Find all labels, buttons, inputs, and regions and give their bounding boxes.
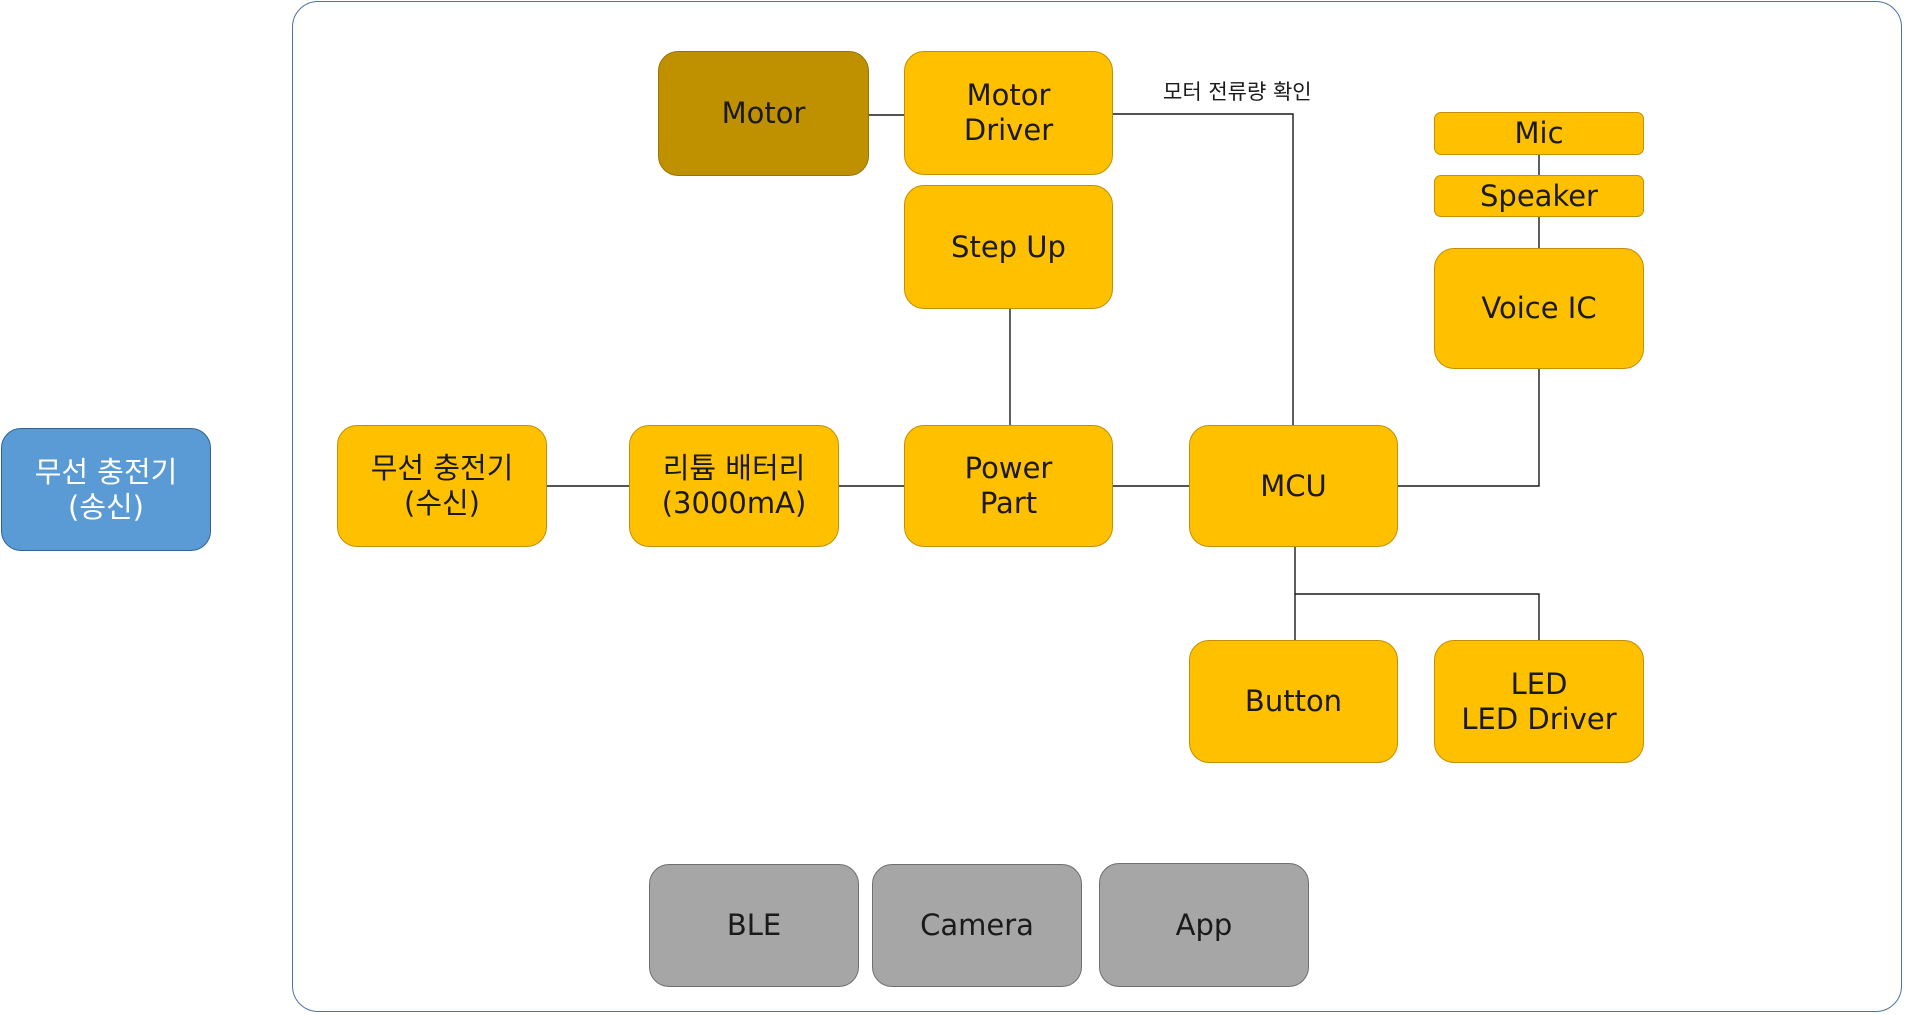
device-boundary — [292, 1, 1902, 1012]
button-block: Button — [1189, 640, 1398, 763]
power-part-block: Power Part — [904, 425, 1113, 547]
connector-mcu-voice — [1398, 369, 1540, 487]
lithium-battery-block: 리튬 배터리 (3000mA) — [629, 425, 839, 547]
connector-driver-mcu — [1113, 113, 1294, 425]
ble-block: BLE — [649, 864, 859, 987]
camera-block: Camera — [872, 864, 1082, 987]
speaker-block: Speaker — [1434, 175, 1644, 217]
mcu-block: MCU — [1189, 425, 1398, 547]
mic-block: Mic — [1434, 112, 1644, 155]
motor-current-note: 모터 전류량 확인 — [1163, 80, 1312, 104]
motor-driver-block: Motor Driver — [904, 51, 1113, 175]
motor-block: Motor — [658, 51, 869, 176]
app-block: App — [1099, 863, 1309, 987]
led-block: LED LED Driver — [1434, 640, 1644, 763]
voice-ic-block: Voice IC — [1434, 248, 1644, 369]
wireless-charger-receiver-block: 무선 충전기 (수신) — [337, 425, 547, 547]
wireless-charger-transmitter: 무선 충전기 (송신) — [1, 428, 211, 551]
step-up-block: Step Up — [904, 185, 1113, 309]
connector-mcu-led — [1295, 593, 1540, 640]
